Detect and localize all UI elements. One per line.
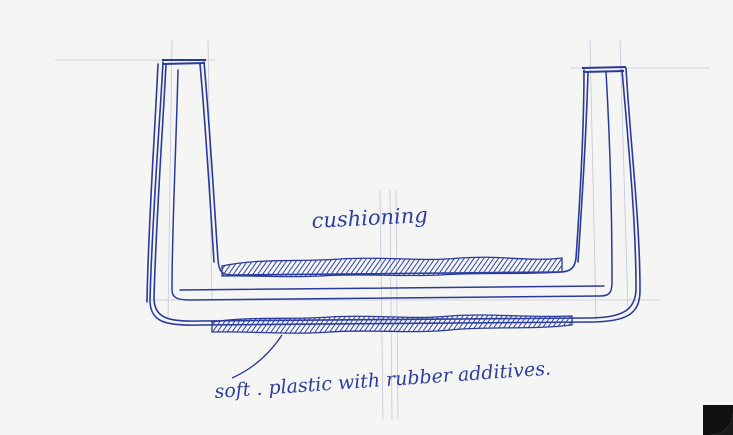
page-corner — [703, 405, 733, 435]
upper-cushion-pad — [221, 256, 563, 278]
lower-cushion-pad — [211, 314, 573, 334]
cushioning-label: cushioning — [311, 203, 428, 233]
inner-profile — [199, 61, 589, 276]
material-leader-line — [231, 334, 283, 379]
top-caps — [162, 59, 627, 73]
outer-profile — [146, 61, 641, 326]
middle-rail — [171, 69, 613, 301]
construction-lines — [55, 39, 710, 421]
